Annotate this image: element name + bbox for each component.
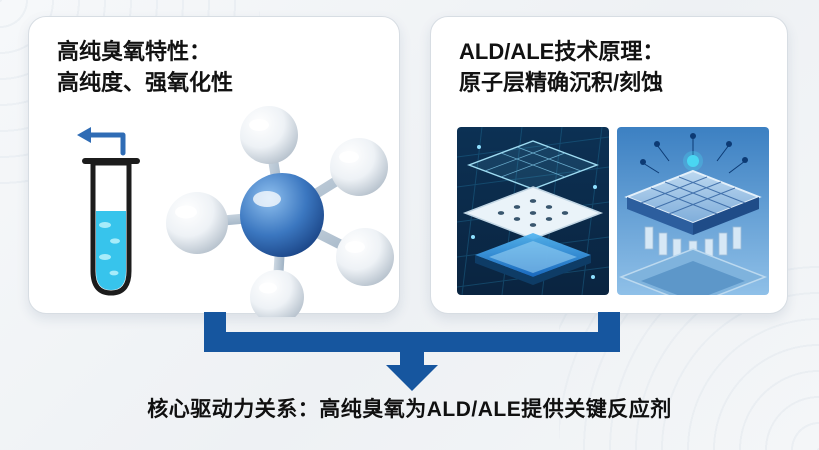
ozone-molecule-icon <box>166 106 394 324</box>
ozone-card-title: 高纯臭氧特性： 高纯度、强氧化性 <box>29 17 399 99</box>
ale-etching-image <box>617 127 769 295</box>
caption-text: 核心驱动力关系：高纯臭氧为ALD/ALE提供关键反应剂 <box>147 398 672 421</box>
ald-title-line1: ALD/ALE技术原理： <box>459 39 665 64</box>
ald-deposition-image <box>457 127 609 295</box>
ald-card-title: ALD/ALE技术原理： 原子层精确沉积/刻蚀 <box>431 17 787 99</box>
ald-ale-card: ALD/ALE技术原理： 原子层精确沉积/刻蚀 <box>430 16 788 314</box>
ald-title-line2: 原子层精确沉积/刻蚀 <box>459 69 664 95</box>
test-tube-icon <box>77 127 140 296</box>
ozone-properties-card: 高纯臭氧特性： 高纯度、强氧化性 <box>28 16 400 324</box>
ozone-title-line1: 高纯臭氧特性： <box>57 39 212 64</box>
ald-ale-illustrations <box>457 127 769 295</box>
ozone-title-line2: 高纯度、强氧化性 <box>57 69 234 95</box>
ozone-illustration <box>29 103 399 324</box>
